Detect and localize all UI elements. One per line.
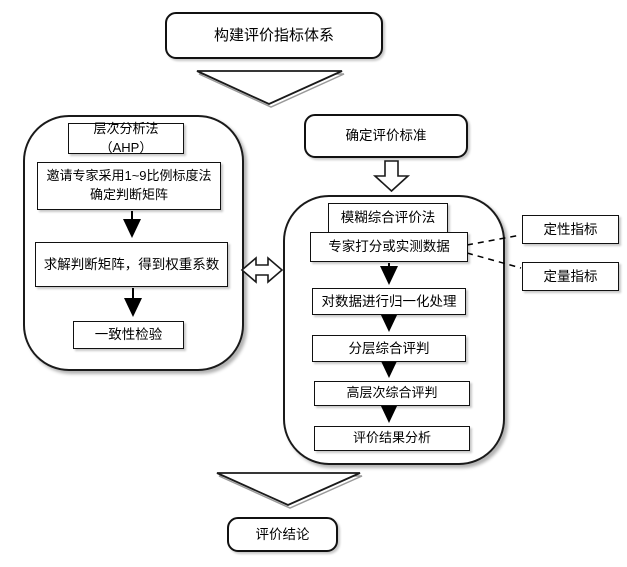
fuzzy-step-expert-score-label: 专家打分或实测数据 xyxy=(328,239,450,255)
flow-triangle-bottom-icon xyxy=(216,472,361,506)
ahp-step-weights-label: 求解判断矩阵，得到权重系数 xyxy=(43,256,220,272)
ahp-step-consistency-box: 一致性检验 xyxy=(73,321,184,349)
ahp-step-weights-box: 求解判断矩阵，得到权重系数 xyxy=(35,242,228,287)
quantitative-indicator-label: 定量指标 xyxy=(543,268,598,284)
fuzzy-step-highlevel-eval-label: 高层次综合评判 xyxy=(346,385,438,401)
ahp-title-box: 层次分析法（AHP） xyxy=(68,121,184,155)
dashed-link-quantitative xyxy=(466,252,522,269)
qualitative-indicator-box: 定性指标 xyxy=(522,215,619,244)
fuzzy-title-box: 模糊综合评价法 xyxy=(328,203,448,233)
qualitative-indicator-label: 定性指标 xyxy=(543,221,598,237)
ahp-step-judge-matrix-box: 邀请专家采用1~9比例标度法确定判断矩阵 xyxy=(37,162,221,210)
dashed-link-qualitative xyxy=(466,234,522,246)
fuzzy-step-highlevel-eval-box: 高层次综合评判 xyxy=(314,381,470,406)
quantitative-indicator-box: 定量指标 xyxy=(522,262,619,291)
fuzzy-step-normalize-box: 对数据进行归一化处理 xyxy=(312,288,466,315)
conclusion-box: 评价结论 xyxy=(227,517,338,552)
ahp-title-label: 层次分析法（AHP） xyxy=(93,120,159,155)
fuzzy-step-layer-eval-box: 分层综合评判 xyxy=(312,335,466,362)
top-process-label: 构建评价指标体系 xyxy=(213,26,334,44)
fuzzy-title-label: 模糊综合评价法 xyxy=(340,210,436,226)
criteria-label: 确定评价标准 xyxy=(345,128,427,144)
fuzzy-step-result-analysis-box: 评价结果分析 xyxy=(314,426,470,451)
fuzzy-step-result-analysis-label: 评价结果分析 xyxy=(352,430,431,446)
conclusion-label: 评价结论 xyxy=(255,526,310,542)
double-arrow-icon xyxy=(240,256,284,284)
fuzzy-step-normalize-label: 对数据进行归一化处理 xyxy=(321,293,457,309)
criteria-box: 确定评价标准 xyxy=(304,114,468,158)
flow-triangle-top-icon xyxy=(196,70,343,105)
fuzzy-step-layer-eval-label: 分层综合评判 xyxy=(348,340,430,356)
ahp-step-consistency-label: 一致性检验 xyxy=(94,327,163,343)
block-arrow-down-icon xyxy=(372,160,411,193)
fuzzy-step-expert-score-box: 专家打分或实测数据 xyxy=(310,232,468,262)
ahp-step-judge-matrix-label: 邀请专家采用1~9比例标度法确定判断矩阵 xyxy=(46,168,212,202)
top-process-box: 构建评价指标体系 xyxy=(165,12,383,59)
